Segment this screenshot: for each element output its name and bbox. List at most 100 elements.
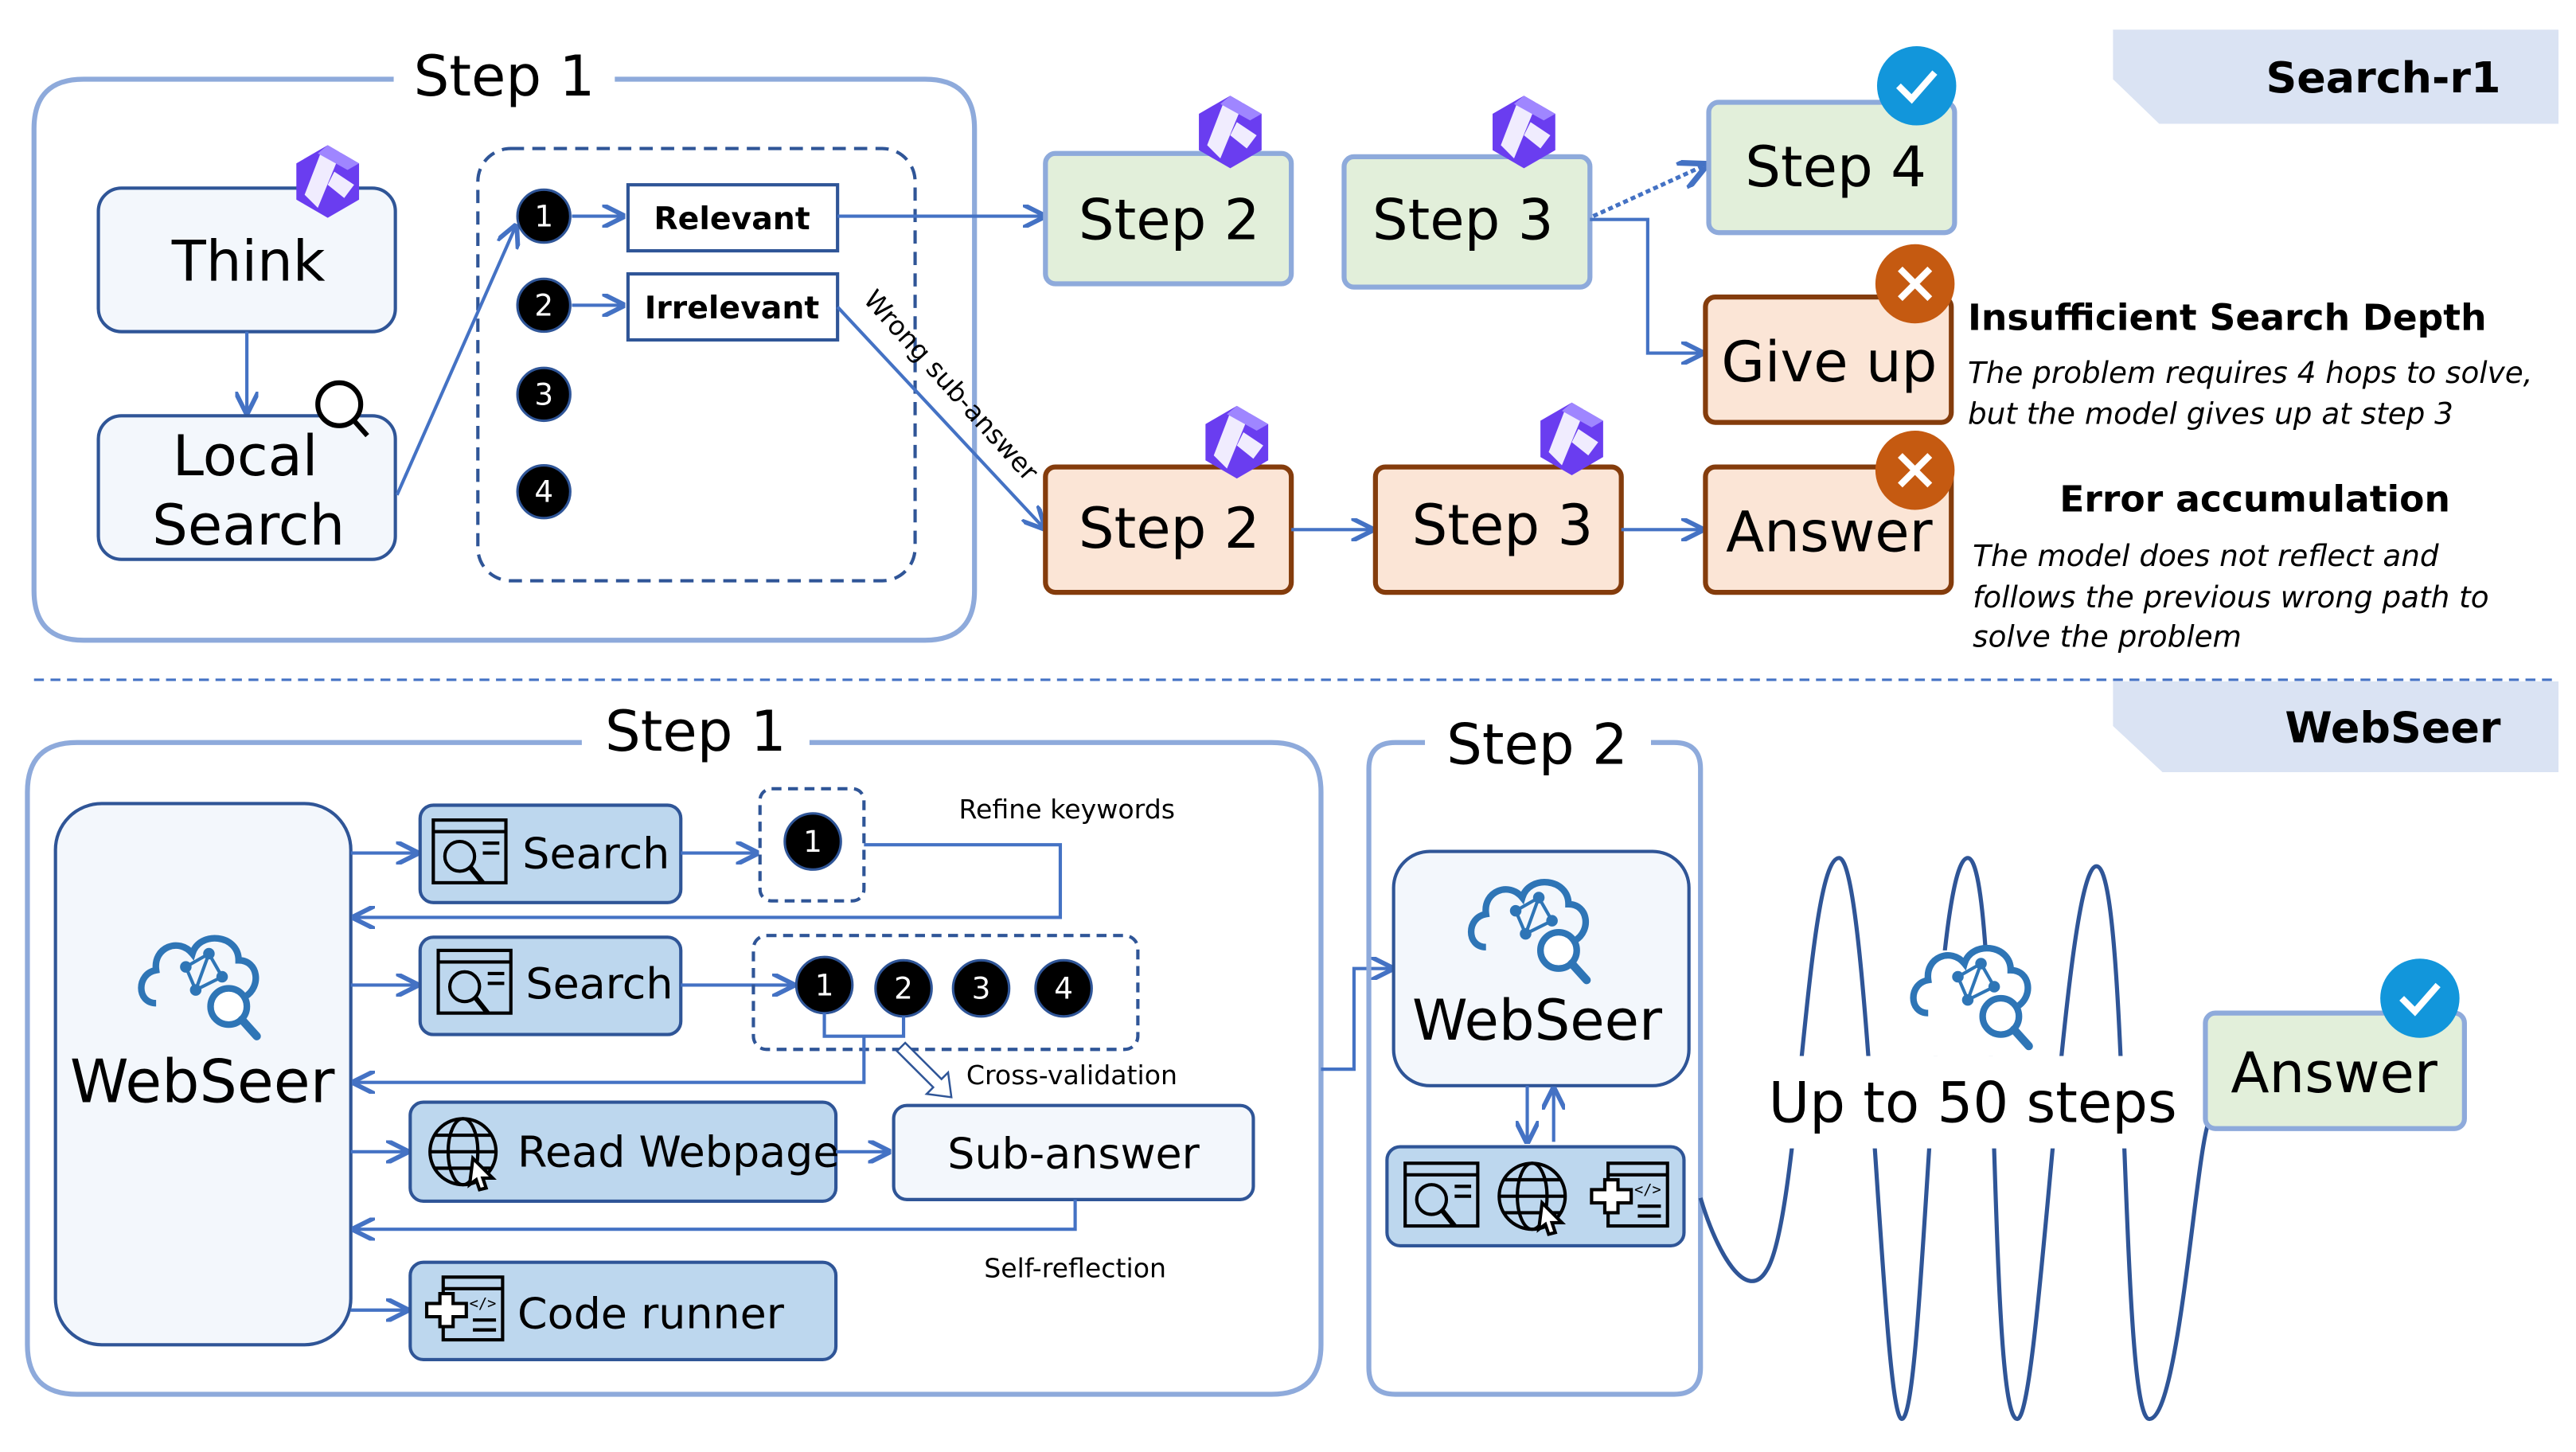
svg-text:2: 2: [894, 971, 913, 1006]
upper-step4-box: Step 4: [1706, 46, 1957, 236]
think-box: Think: [96, 145, 397, 334]
svg-text:1: 1: [534, 199, 553, 234]
svg-text:Irrelevant: Irrelevant: [645, 290, 820, 326]
wrong-answer-box: Answer: [1703, 430, 1955, 595]
svg-text:Give up: Give up: [1721, 330, 1937, 395]
svg-text:Step 3: Step 3: [1372, 188, 1554, 253]
cross-validation-hollow-arrow: [896, 1041, 953, 1099]
lower-step3-box: Step 3: [1372, 402, 1624, 595]
irrelevant-box: Irrelevant: [626, 272, 840, 342]
check-badge-icon: [1876, 46, 1957, 126]
result-1: 1: [516, 188, 572, 244]
search-results-container: [476, 146, 917, 583]
step1-to-step2-arrow: [1321, 969, 1391, 1071]
step2-tools-box: [1385, 1145, 1686, 1247]
svg-text:Search: Search: [522, 828, 669, 878]
svg-text:1: 1: [815, 967, 834, 1002]
cross-validation-feedback-arrow: [354, 1036, 866, 1083]
wrong-path-arrow: [836, 306, 1044, 529]
local-search-label-line2: Search: [152, 493, 345, 558]
search2-result-2: 2: [874, 958, 933, 1018]
failure-insufficient-depth: Insufficient Search Depth The problem re…: [1968, 297, 2533, 431]
read-webpage-tool: Read Webpage: [408, 1100, 840, 1204]
lower-step2-box: Step 2: [1043, 405, 1294, 595]
local-search-label-line1: Local: [173, 424, 318, 489]
webseer-agent-box: WebSeer: [53, 802, 353, 1347]
failure-2-title: Error accumulation: [2059, 478, 2450, 521]
iteration-wave: [1698, 856, 2211, 1422]
svg-text:solve the problem: solve the problem: [1973, 619, 2242, 654]
banner-title: Search-r1: [2266, 53, 2500, 103]
upper-step2-box: Step 2: [1043, 96, 1294, 287]
banner-title: WebSeer: [2285, 703, 2500, 753]
svg-text:2: 2: [534, 287, 553, 322]
svg-text:1: 1: [803, 824, 822, 859]
failure-1-title: Insufficient Search Depth: [1968, 297, 2487, 339]
loop-label: Up to 50 steps: [1769, 1070, 2177, 1135]
upper-step3-box: Step 3: [1341, 96, 1593, 290]
cross-validation-label: Cross-validation: [966, 1060, 1177, 1091]
sub-answer-box: Sub-answer: [892, 1103, 1255, 1201]
search-r1-banner: Search-r1: [2113, 29, 2558, 124]
self-reflection-feedback-arrow: [354, 1199, 1077, 1229]
step2-webseer-label: WebSeer: [1412, 988, 1662, 1053]
svg-text:Answer: Answer: [2231, 1040, 2437, 1106]
webseer-label: WebSeer: [70, 1048, 335, 1117]
step1-title: Step 1: [414, 44, 595, 109]
webseer-banner: WebSeer: [2113, 681, 2558, 773]
search2-result-4: 4: [1034, 958, 1093, 1018]
search-tool-2: Search: [418, 935, 683, 1036]
step2-webseer-box: WebSeer: [1391, 849, 1691, 1087]
svg-text:3: 3: [534, 377, 553, 412]
svg-text:Step 4: Step 4: [1745, 135, 1926, 200]
step1-title: Step 1: [605, 699, 786, 764]
self-reflection-label: Self-reflection: [984, 1252, 1166, 1283]
result-3: 3: [516, 366, 572, 423]
svg-text:3: 3: [972, 971, 991, 1006]
svg-text:4: 4: [534, 474, 553, 509]
svg-text:Sub-answer: Sub-answer: [947, 1128, 1200, 1178]
svg-text:Step 2: Step 2: [1079, 188, 1260, 253]
search2-results-container: [751, 934, 1140, 1052]
x-badge-icon: [1875, 244, 1955, 324]
search1-results-container: [758, 786, 866, 903]
qwen-logo-icon: [1540, 402, 1603, 475]
step2-title: Step 2: [1446, 712, 1628, 778]
refine-keywords-label: Refine keywords: [958, 794, 1175, 825]
svg-text:Relevant: Relevant: [654, 201, 810, 237]
refine-feedback-arrow: [354, 843, 1063, 917]
step3-to-giveup-arrow: [1590, 217, 1702, 353]
check-badge-icon: [2380, 958, 2460, 1038]
code-runner-tool: Code runner: [408, 1260, 838, 1361]
svg-text:Code runner: Code runner: [517, 1289, 785, 1339]
svg-text:Read Webpage: Read Webpage: [517, 1126, 840, 1177]
search2-result-1: 1: [794, 955, 854, 1015]
svg-text:4: 4: [1054, 971, 1073, 1006]
think-label: Think: [171, 228, 326, 294]
svg-text:follows the previous wrong pat: follows the previous wrong path to: [1973, 580, 2488, 615]
svg-text:but the model gives up at step: but the model gives up at step 3: [1968, 396, 2453, 431]
webseer-step2-frame: Step 2: [1366, 712, 1704, 1397]
webseer-section: WebSeer Step 1 WebSeer Search 1 Refine k…: [25, 681, 2558, 1422]
x-badge-icon: [1875, 430, 1955, 510]
local-search-box: Local Search: [96, 380, 397, 561]
search-tool-1: Search: [418, 803, 683, 904]
search-to-results-arrow: [395, 226, 516, 496]
search1-result-1: 1: [783, 812, 842, 871]
search2-result-3: 3: [951, 958, 1011, 1018]
result-4: 4: [516, 463, 572, 520]
failure-error-accumulation: Error accumulation The model does not re…: [1973, 478, 2488, 654]
step3-to-step4-dotted-arrow: [1592, 165, 1705, 218]
search-r1-section: Search-r1 Step 1 Think Local Search: [31, 29, 2558, 654]
final-answer-box: Answer: [2203, 958, 2467, 1131]
svg-text:Search: Search: [525, 958, 673, 1009]
svg-text:The model does not reflect and: The model does not reflect and: [1973, 538, 2439, 573]
cross-validation-bracket: [822, 1013, 906, 1038]
svg-text:The problem requires 4 hops to: The problem requires 4 hops to solve,: [1968, 355, 2533, 390]
loop-label-bg: [1750, 1056, 2195, 1149]
step1-frame: Step 1: [31, 44, 978, 643]
webseer-step1-frame: Step 1: [25, 699, 1324, 1397]
magnifier-icon: [315, 380, 369, 438]
svg-text:Answer: Answer: [1726, 499, 1933, 564]
